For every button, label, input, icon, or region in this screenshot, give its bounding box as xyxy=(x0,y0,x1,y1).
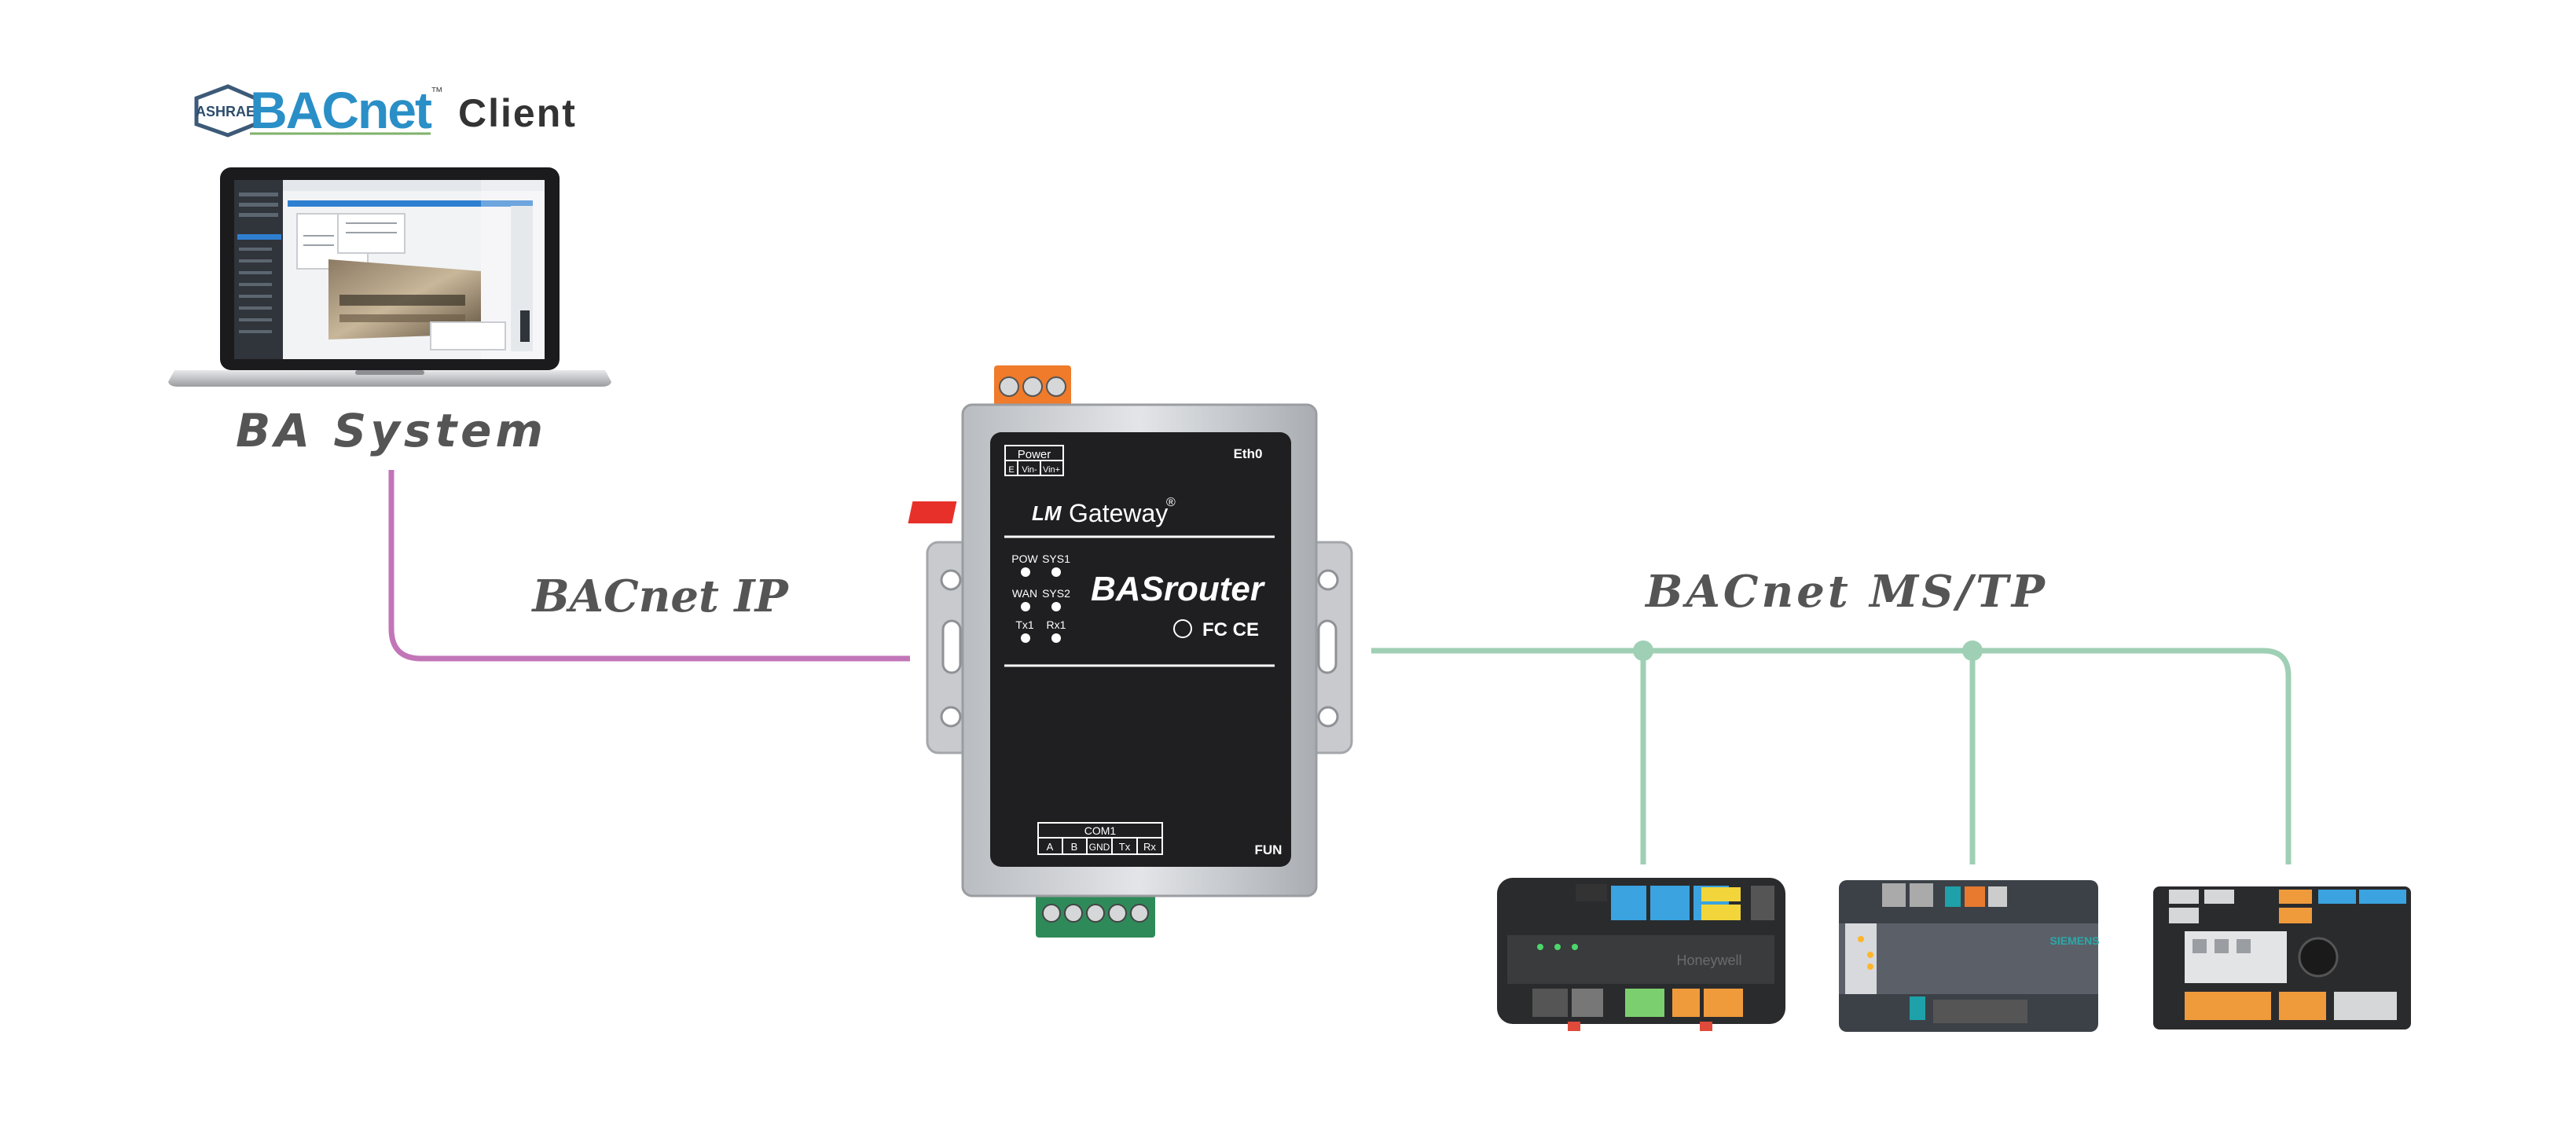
svg-text:A: A xyxy=(1047,841,1054,853)
lm-logo-text: LM xyxy=(1032,501,1062,525)
laptop-base xyxy=(168,370,611,387)
svg-text:E: E xyxy=(1008,465,1014,475)
siemens-controller: SIEMENS xyxy=(1839,880,2100,1032)
svg-text:Rx: Rx xyxy=(1143,841,1156,853)
honeywell-controller: Honeywell xyxy=(1497,878,1785,1031)
app-sidebar xyxy=(234,180,283,359)
bacnet-ip-link xyxy=(388,470,910,662)
power-label: Power E Vin- Vin+ xyxy=(1004,445,1064,476)
trademark-mark: ™ xyxy=(431,86,443,99)
svg-text:Vin+: Vin+ xyxy=(1043,465,1060,475)
ashrae-text: ASHRAE xyxy=(196,104,255,119)
svg-text:POW: POW xyxy=(1011,552,1038,565)
bacnet-mstp-label: BACnet MS/TP xyxy=(1644,566,2048,618)
svg-text:SYS1: SYS1 xyxy=(1042,552,1070,565)
registered-mark: ® xyxy=(1166,496,1176,509)
svg-text:WAN: WAN xyxy=(1012,587,1037,600)
bacnet-ip-label: BACnet IP xyxy=(530,571,789,622)
svg-text:Rx1: Rx1 xyxy=(1047,618,1066,631)
gateway-front-panel xyxy=(990,432,1291,867)
lm-logo-mark xyxy=(908,501,957,523)
svg-text:Vin-: Vin- xyxy=(1022,465,1037,475)
honeywell-brand: Honeywell xyxy=(1676,952,1741,968)
svg-text:COM1: COM1 xyxy=(1084,824,1117,837)
client-label: Client xyxy=(458,91,577,135)
ba-system-label: BA System xyxy=(236,404,547,457)
bacnet-client-logo: ASHRAE BACnet ™ Client xyxy=(194,81,577,139)
bacnet-mstp-bus xyxy=(1371,648,2292,864)
ashrae-badge-icon xyxy=(194,84,258,138)
com1-label: COM1 A B GND Tx Rx xyxy=(1037,822,1163,855)
gateway-brand-name: Gateway xyxy=(1069,499,1168,527)
bus-junction xyxy=(1962,640,1983,661)
svg-text:Tx: Tx xyxy=(1119,841,1131,853)
svg-text:Tx1: Tx1 xyxy=(1015,618,1034,631)
eth0-label: Eth0 xyxy=(1234,446,1263,461)
basrouter-product-name: BASrouter xyxy=(1091,570,1266,608)
laptop xyxy=(168,167,611,387)
bacnet-wordmark: BACnet xyxy=(250,81,432,139)
fun-label: FUN xyxy=(1255,842,1282,857)
certification-marks: FC CE xyxy=(1202,619,1259,640)
svg-text:Power: Power xyxy=(1018,448,1051,461)
siemens-brand: SIEMENS xyxy=(2049,934,2099,947)
certification-icon xyxy=(1173,619,1192,638)
bus-junction xyxy=(1633,640,1653,661)
svg-text:SYS2: SYS2 xyxy=(1042,587,1070,600)
controller-three xyxy=(2153,886,2411,1029)
svg-text:B: B xyxy=(1071,841,1078,853)
app-header xyxy=(283,180,545,191)
status-leds: POW SYS1 WAN SYS2 Tx1 Rx1 xyxy=(1011,552,1070,643)
basrouter-gateway: Power E Vin- Vin+ Eth0 LM Gateway ® POW … xyxy=(908,365,1353,938)
svg-text:GND: GND xyxy=(1089,842,1110,853)
